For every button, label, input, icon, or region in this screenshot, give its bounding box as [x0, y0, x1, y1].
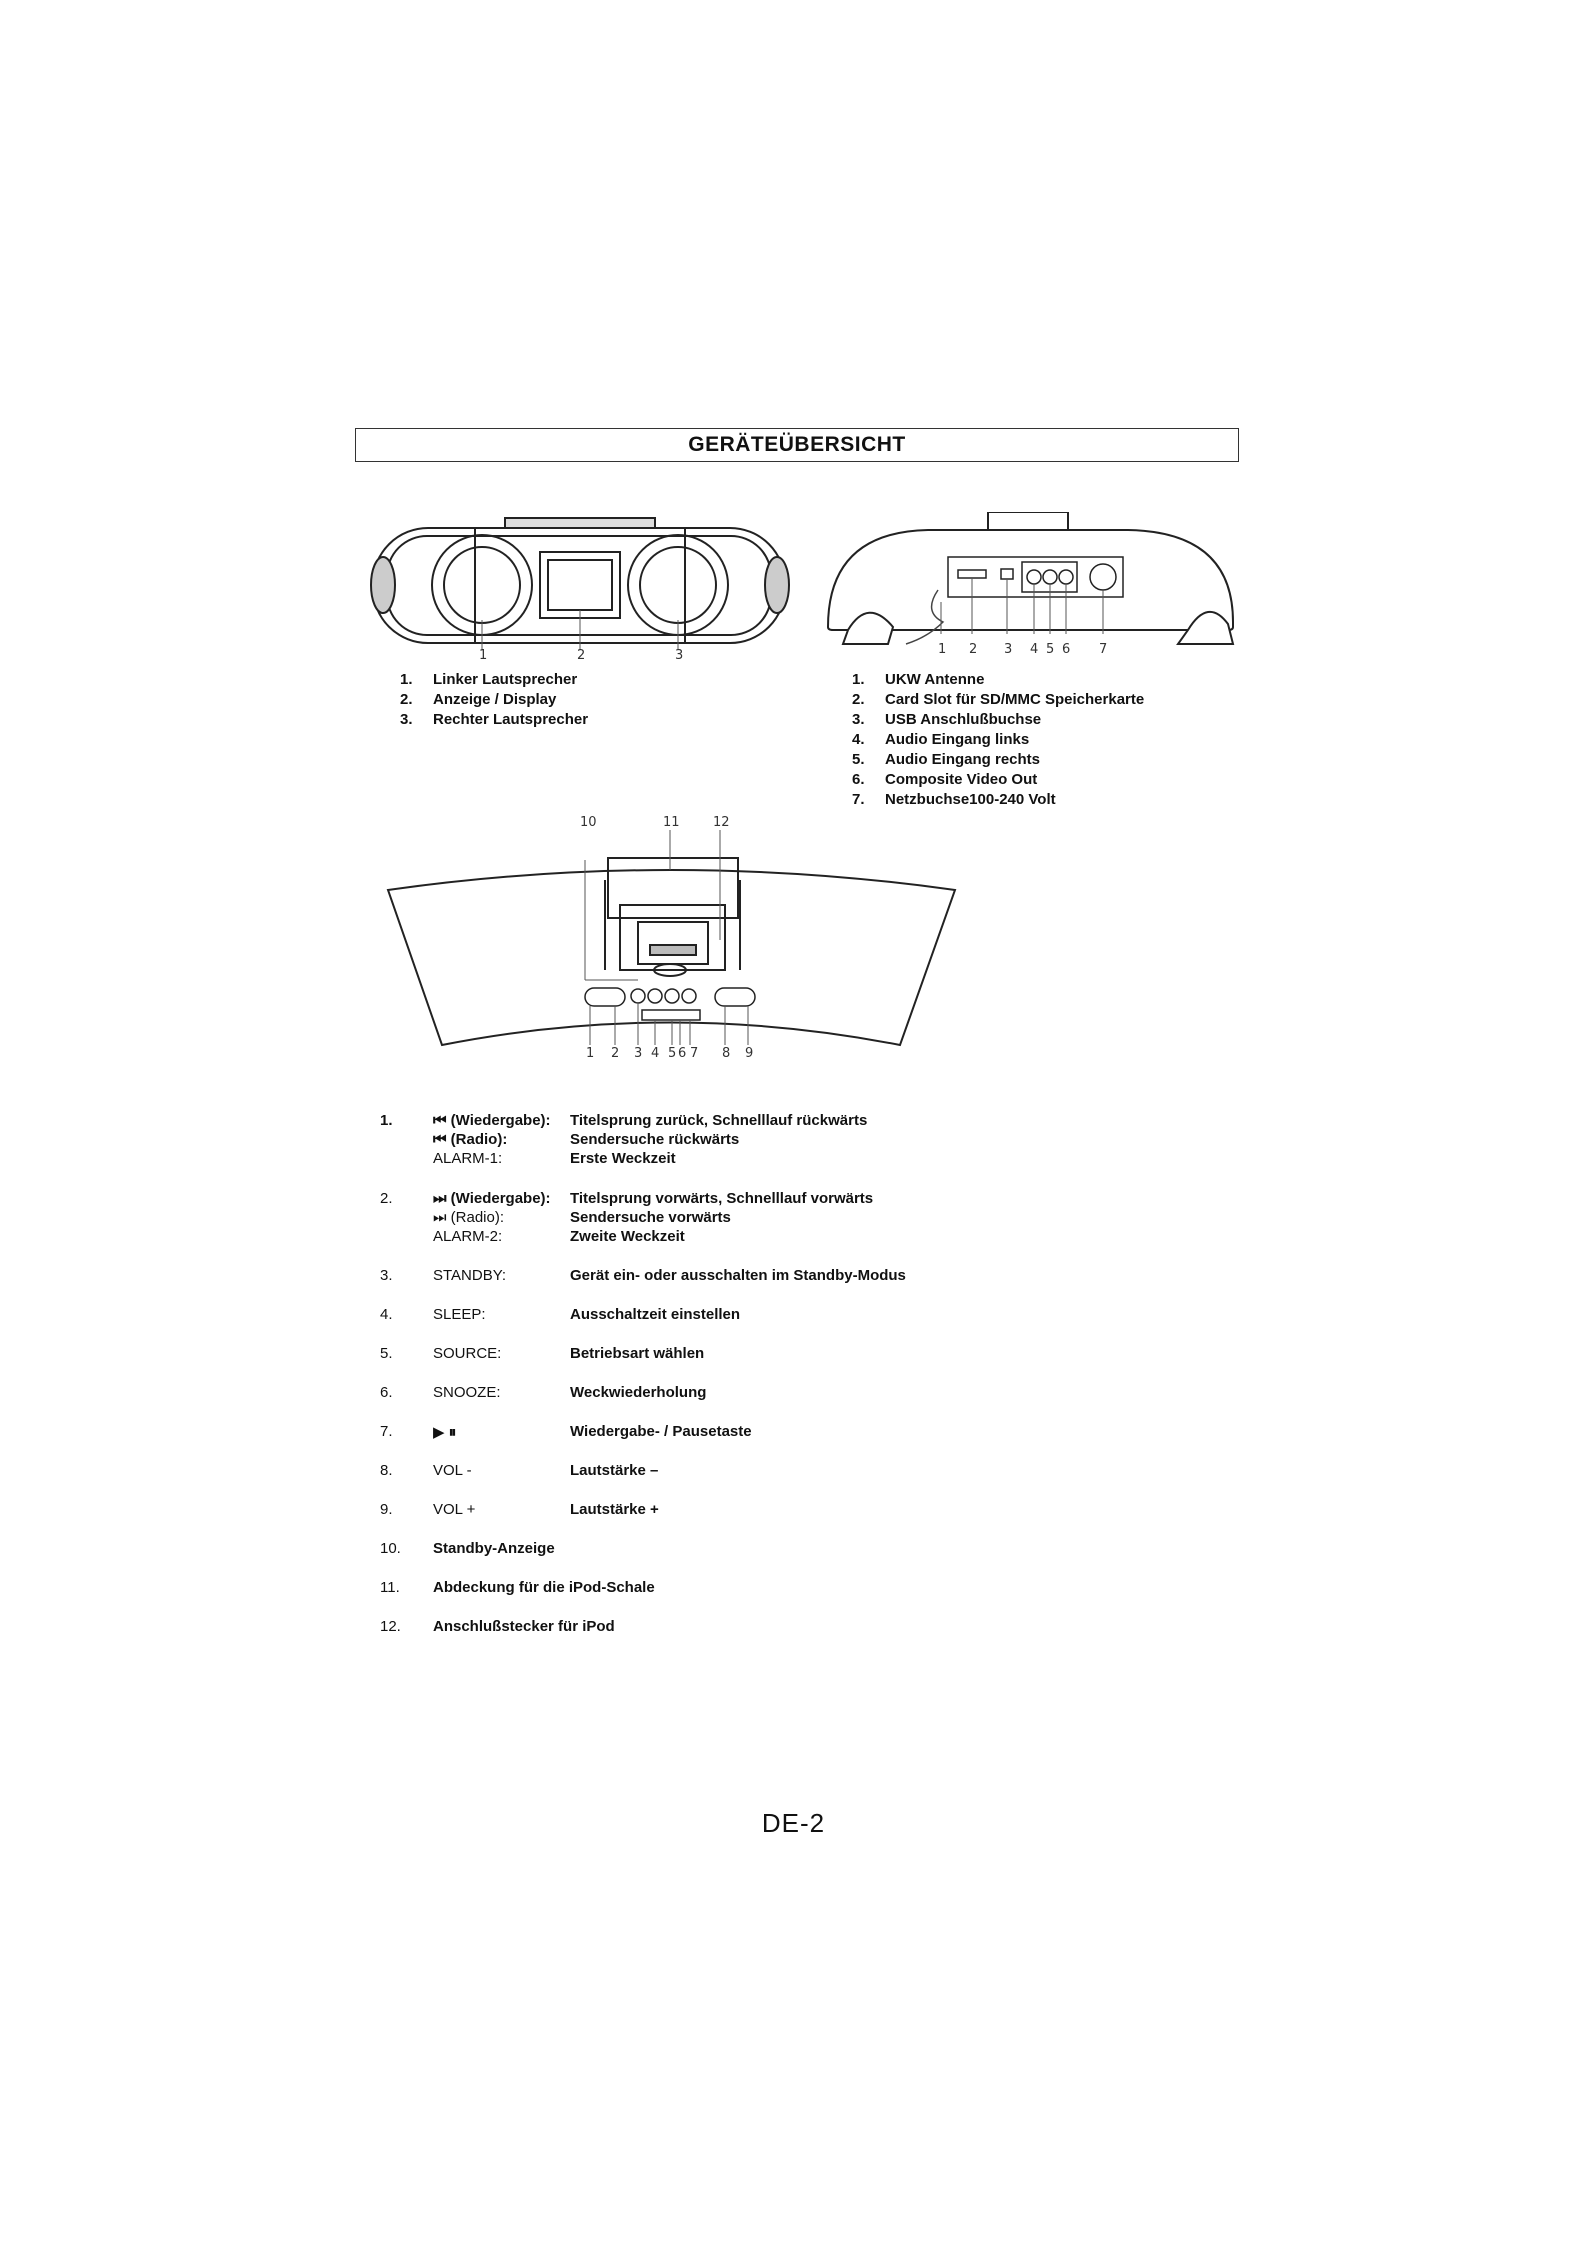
back-callout-7: 7	[1099, 642, 1108, 657]
display-window	[539, 551, 621, 619]
top-callout-11: 11	[663, 815, 680, 830]
bottom-callout-4: 4	[651, 1046, 660, 1061]
back-view-diagram	[826, 512, 1235, 645]
list-item: 1.Linker Lautsprecher	[400, 671, 578, 688]
list-item: 3.USB Anschlußbuchse	[852, 711, 1042, 728]
top-callout-10: 10	[580, 815, 597, 830]
top-view-body	[386, 869, 957, 1047]
bottom-callout-5: 5	[668, 1046, 677, 1061]
back-callout-5: 5	[1046, 642, 1055, 657]
front-callout-2: 2	[577, 648, 586, 663]
list-item: 2.Anzeige / Display	[400, 691, 557, 708]
top-view-diagram	[386, 830, 957, 1047]
list-item: 4.Audio Eingang links	[852, 731, 1030, 748]
front-view-diagram	[370, 517, 790, 650]
video-out-jack	[1058, 569, 1074, 585]
top-callout-12: 12	[713, 815, 730, 830]
button-panel	[584, 987, 756, 1021]
card-slot	[957, 569, 987, 579]
back-callout-6: 6	[1062, 642, 1071, 657]
sleep-button	[647, 988, 663, 1004]
back-view-list: 1.UKW Antenne 2.Card Slot für SD/MMC Spe…	[852, 670, 1144, 810]
bottom-callout-9: 9	[745, 1046, 754, 1061]
feet	[841, 611, 1235, 645]
ipod-connector	[649, 944, 697, 956]
back-callout-3: 3	[1004, 642, 1013, 657]
power-socket	[1089, 563, 1117, 591]
connector-panel	[947, 556, 1124, 598]
ipod-dock	[607, 857, 739, 977]
side-caps	[370, 556, 790, 614]
back-callout-4: 4	[1030, 642, 1039, 657]
volume-rocker	[714, 987, 756, 1007]
list-item: 3.Rechter Lautsprecher	[400, 711, 589, 728]
back-callout-2: 2	[969, 642, 978, 657]
section-title: GERÄTEÜBERSICHT	[688, 433, 906, 456]
ipod-cover	[607, 857, 739, 919]
front-view-body	[372, 517, 786, 644]
bottom-callout-1: 1	[586, 1046, 595, 1061]
back-view-body	[826, 512, 1234, 631]
page-number: DE-2	[761, 1808, 826, 1838]
audio-left-jack	[1026, 569, 1042, 585]
usb-port	[1000, 568, 1014, 580]
snooze-button	[681, 988, 697, 1004]
audio-right-jack	[1042, 569, 1058, 585]
bottom-callout-3: 3	[634, 1046, 643, 1061]
front-callout-3: 3	[675, 648, 684, 663]
list-item: 5.Audio Eingang rechts	[852, 751, 1041, 768]
front-view-list: 1.Linker Lautsprecher 2.Anzeige / Displa…	[400, 670, 588, 730]
list-item: 2.Card Slot für SD/MMC Speicherkarte	[852, 691, 1145, 708]
standby-button	[630, 988, 646, 1004]
bottom-callout-8: 8	[722, 1046, 731, 1061]
alarm-rocker-left	[584, 987, 626, 1007]
ipod-tray	[619, 904, 726, 971]
bottom-callout-6: 6	[678, 1046, 687, 1061]
bottom-callout-7: 7	[690, 1046, 699, 1061]
bottom-callout-2: 2	[611, 1046, 620, 1061]
list-item: 1.UKW Antenne	[852, 671, 985, 688]
antenna-wire	[905, 589, 945, 645]
section-title-box: GERÄTEÜBERSICHT	[355, 428, 1239, 462]
source-button	[664, 988, 680, 1004]
front-callout-1: 1	[479, 648, 488, 663]
list-item: 7.Netzbuchse100-240 Volt	[852, 791, 1056, 808]
play-pause-bar	[641, 1009, 701, 1021]
list-item: 6.Composite Video Out	[852, 771, 1038, 788]
back-callout-1: 1	[938, 642, 947, 657]
